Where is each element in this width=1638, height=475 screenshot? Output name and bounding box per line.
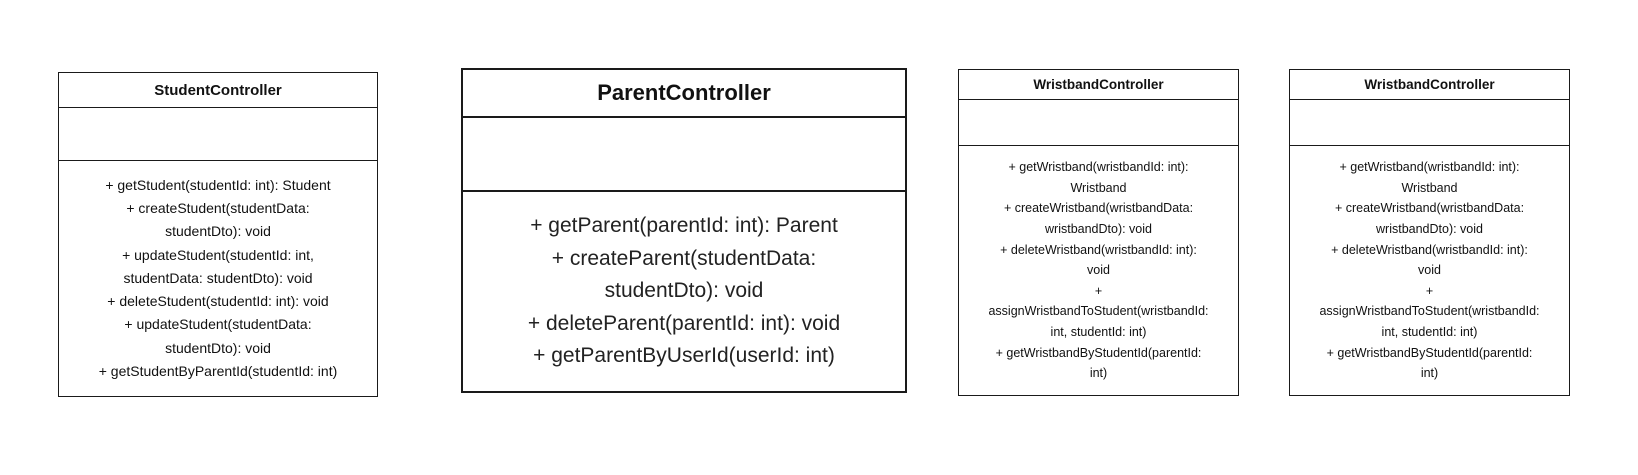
method-line: + createParent(studentData: xyxy=(551,246,817,270)
class-methods-section: + getWristband(wristbandId: int): Wristb… xyxy=(959,146,1238,395)
method-line: void xyxy=(1087,263,1110,278)
method-line: assignWristbandToStudent(wristbandId: xyxy=(988,304,1209,319)
method-line: studentDto): void xyxy=(604,279,764,303)
method-line: wristbandDto): void xyxy=(1045,222,1152,237)
method-line: assignWristbandToStudent(wristbandId: xyxy=(1319,304,1540,319)
class-attributes-section xyxy=(1290,100,1569,146)
method-line: + createWristband(wristbandData: xyxy=(1003,201,1194,216)
method-line: wristbandDto): void xyxy=(1376,222,1483,237)
method-line: void xyxy=(1418,263,1441,278)
method-line: int, studentId: int) xyxy=(1050,324,1147,339)
method-line: studentDto): void xyxy=(165,339,271,356)
method-line: + getParentByUserId(userId: int) xyxy=(533,344,835,368)
method-line: Wristband xyxy=(1401,180,1458,195)
method-line: + getWristband(wristbandId: int): xyxy=(1339,160,1520,175)
method-line: + updateStudent(studentData: xyxy=(124,316,312,333)
method-line: int, studentId: int) xyxy=(1381,324,1478,339)
method-line: + createStudent(studentData: xyxy=(126,200,310,217)
class-methods-section: + getStudent(studentId: int): Student + … xyxy=(59,161,377,396)
class-name: WristbandController xyxy=(959,70,1238,100)
class-name: WristbandController xyxy=(1290,70,1569,100)
class-methods-section: + getWristband(wristbandId: int): Wristb… xyxy=(1290,146,1569,395)
method-line: + xyxy=(1425,283,1434,298)
method-line: + getStudentByParentId(studentId: int) xyxy=(98,362,338,379)
class-attributes-section xyxy=(59,108,377,161)
class-box-parent-controller: ParentController + getParent(parentId: i… xyxy=(461,68,907,393)
method-line: int) xyxy=(1420,366,1439,381)
class-name: ParentController xyxy=(463,70,905,118)
class-attributes-section xyxy=(463,118,905,192)
method-line: + getStudent(studentId: int): Student xyxy=(105,177,331,194)
method-line: studentDto): void xyxy=(165,223,271,240)
class-box-wristband-controller: WristbandController + getWristband(wrist… xyxy=(958,69,1239,396)
method-line: + deleteParent(parentId: int): void xyxy=(527,311,841,335)
method-line: + deleteWristband(wristbandId: int): xyxy=(1000,242,1197,257)
class-box-student-controller: StudentController + getStudent(studentId… xyxy=(58,72,378,397)
method-line: + updateStudent(studentId: int, xyxy=(122,246,314,263)
method-line: + getWristbandByStudentId(parentId: xyxy=(1326,345,1533,360)
class-methods-section: + getParent(parentId: int): Parent + cre… xyxy=(463,192,905,391)
method-line: + getParent(parentId: int): Parent xyxy=(530,214,838,238)
class-name: StudentController xyxy=(59,73,377,108)
class-attributes-section xyxy=(959,100,1238,146)
method-line: Wristband xyxy=(1070,180,1127,195)
method-line: studentData: studentDto): void xyxy=(123,269,313,286)
method-line: int) xyxy=(1089,366,1108,381)
method-line: + xyxy=(1094,283,1103,298)
class-box-wristband-controller-copy: WristbandController + getWristband(wrist… xyxy=(1289,69,1570,396)
method-line: + createWristband(wristbandData: xyxy=(1334,201,1525,216)
method-line: + deleteStudent(studentId: int): void xyxy=(107,293,329,310)
method-line: + getWristbandByStudentId(parentId: xyxy=(995,345,1202,360)
method-line: + deleteWristband(wristbandId: int): xyxy=(1331,242,1528,257)
method-line: + getWristband(wristbandId: int): xyxy=(1008,160,1189,175)
